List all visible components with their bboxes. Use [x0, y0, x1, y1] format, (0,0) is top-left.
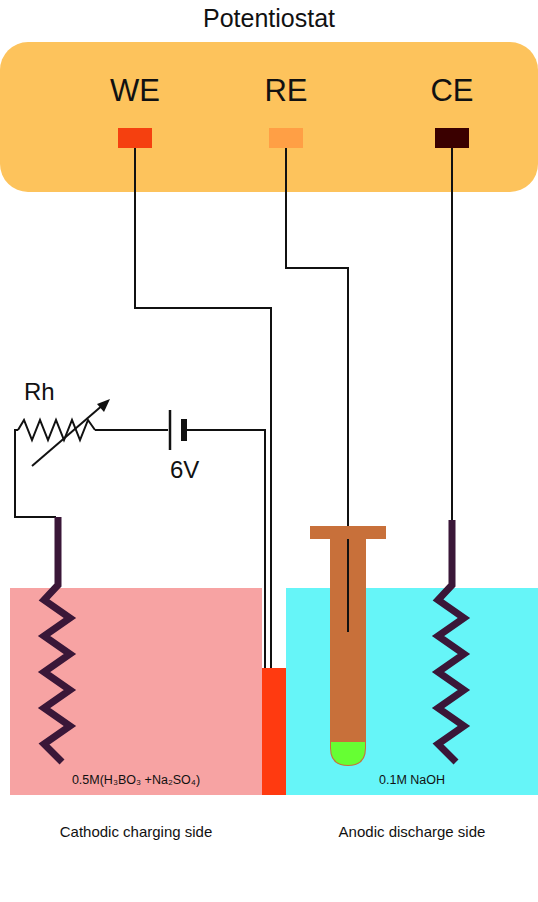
re-wire [347, 539, 349, 632]
cathodic-bath [10, 588, 262, 795]
terminal-square [435, 128, 469, 148]
side-caption: Cathodic charging side [0, 823, 272, 840]
specimen [262, 668, 286, 795]
charging-wire [190, 430, 265, 668]
cathodic-bath: 0.5M(H₃BO₃ +Na₂SO₄)Cathodic charging sid… [10, 588, 262, 795]
rheostat-label: Rh [24, 378, 55, 406]
solution-label: 0.1M NaOH [286, 771, 538, 789]
wires [15, 148, 452, 668]
rheostat-arrowhead [97, 399, 110, 412]
battery-plate [181, 419, 187, 441]
terminal: RE [246, 70, 326, 148]
counter-electrodes [44, 517, 464, 762]
battery-lead [187, 429, 192, 431]
voltage-label: 6V [170, 456, 199, 484]
ce-wire [451, 148, 453, 520]
anode-counter-electrode [438, 520, 464, 762]
electrode-tube [330, 539, 366, 766]
anodic-bath [286, 588, 538, 795]
potentiostat: PotentiostatWERECE [0, 42, 538, 192]
charging-wire [95, 429, 168, 431]
terminal-label: WE [95, 70, 175, 108]
solution-label: 0.5M(H₃BO₃ +Na₂SO₄) [10, 771, 262, 789]
terminal: CE [412, 70, 492, 148]
terminal-square [269, 128, 303, 148]
electrode-cap [310, 526, 386, 539]
anodic-bath: 0.1M NaOHAnodic discharge side [286, 588, 538, 795]
terminal: WE [95, 70, 175, 148]
panel-title: Potentiostat [0, 4, 538, 33]
potentiostat-panel [0, 42, 538, 192]
side-caption: Anodic discharge side [276, 823, 538, 840]
terminal-label: CE [412, 70, 492, 108]
terminal-square [118, 128, 152, 148]
rheostat-arrow [32, 404, 104, 466]
electrode-tip [331, 742, 365, 765]
reference-electrode [310, 526, 386, 766]
battery-plate [169, 410, 172, 450]
we-wire [135, 148, 271, 668]
charging-wire [15, 430, 56, 517]
cathode-counter-electrode [44, 517, 70, 762]
terminal-label: RE [246, 70, 326, 108]
